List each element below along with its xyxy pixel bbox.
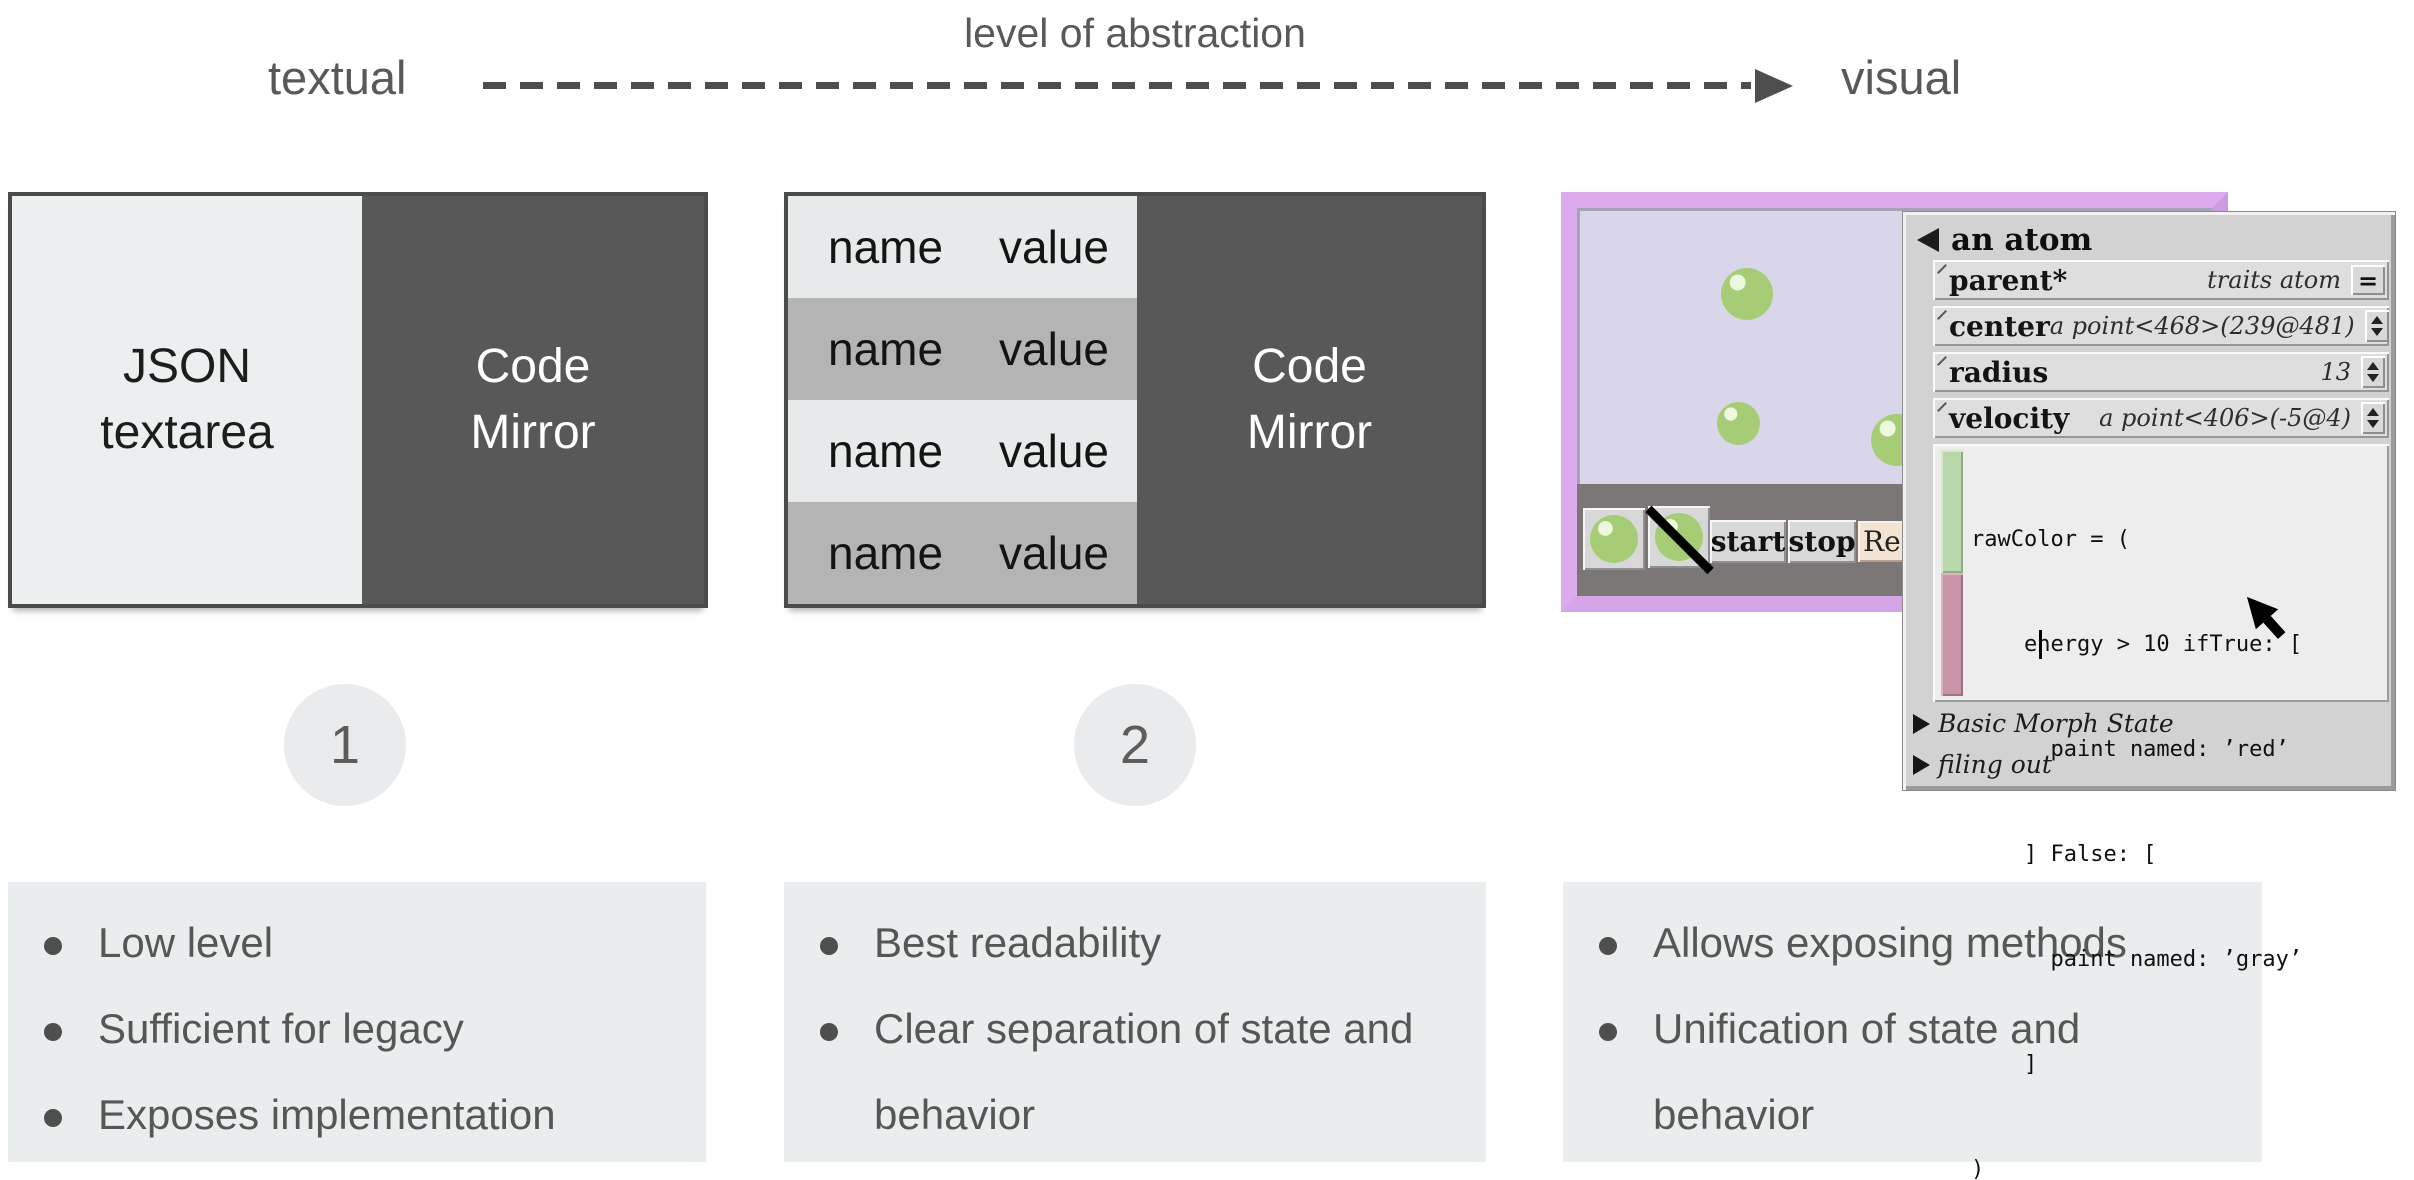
attribute-label: radius xyxy=(1949,355,2049,389)
axis-title: level of abstraction xyxy=(964,10,1306,56)
step-down-icon xyxy=(2370,328,2383,336)
option1-number-badge: 1 xyxy=(284,684,406,806)
category-label: filing out xyxy=(1938,750,2052,779)
table-row[interactable]: name value xyxy=(788,400,1137,502)
list-item: Low level xyxy=(44,900,682,986)
inspector-title-bar[interactable]: an atom xyxy=(1917,222,2092,258)
row-value: value xyxy=(999,323,1109,375)
row-name: name xyxy=(828,221,944,273)
name-value-table: name value name value name value name va… xyxy=(788,196,1137,604)
expand-triangle-icon[interactable] xyxy=(1913,713,1930,734)
drag-corner-icon[interactable] xyxy=(1936,263,1948,275)
step-up-icon xyxy=(2367,362,2379,370)
expand-triangle-icon[interactable] xyxy=(1913,754,1930,775)
start-button[interactable]: start xyxy=(1710,520,1786,563)
drag-corner-icon[interactable] xyxy=(1936,309,1948,321)
attribute-row-parent[interactable]: parent* traits atom = xyxy=(1933,260,2389,300)
code-line: ] False: [ xyxy=(1971,842,2157,867)
bullet-list: Allows exposing methods Unification of s… xyxy=(1599,900,2238,1158)
step-up-icon xyxy=(2370,316,2383,324)
row-name: name xyxy=(828,527,944,579)
attribute-label: velocity xyxy=(1949,401,2070,435)
code-line: energy > 10 ifTrue: [ xyxy=(1971,632,2303,657)
collapse-left-triangle-icon[interactable] xyxy=(1917,228,1939,252)
row-value: value xyxy=(999,425,1109,477)
cursor-tail xyxy=(2263,615,2286,639)
stepper-button[interactable] xyxy=(2361,402,2385,434)
code-line: paint named: ’gray’ xyxy=(1971,947,2303,972)
atom-icon xyxy=(1590,515,1638,563)
table-row[interactable]: name value xyxy=(788,196,1137,298)
step-down-icon xyxy=(2367,374,2379,382)
list-item: Clear separation of state and behavior xyxy=(820,986,1462,1158)
attribute-row-velocity[interactable]: velocity a point<406>(-5@4) xyxy=(1933,398,2389,438)
attribute-label: center xyxy=(1949,309,2050,343)
list-item: Unification of state and behavior xyxy=(1599,986,2238,1158)
table-row[interactable]: name value xyxy=(788,502,1137,604)
atom-morph[interactable] xyxy=(1721,268,1773,320)
row-value: value xyxy=(999,527,1109,579)
code-line: paint named: ’red’ xyxy=(1971,737,2289,762)
json-textarea-label: JSON textarea xyxy=(100,339,274,459)
list-item: Sufficient for legacy xyxy=(44,986,682,1072)
codemirror-label-2: Code Mirror xyxy=(1246,339,1373,459)
equals-button[interactable]: = xyxy=(2351,265,2385,295)
code-lines: rawColor = ( energy > 10 ifTrue: [ paint… xyxy=(1971,452,2302,1180)
option2-notes-panel: Best readability Clear separation of sta… xyxy=(784,882,1486,1162)
bullet-list: Best readability Clear separation of sta… xyxy=(820,900,1462,1158)
json-textarea-panel[interactable]: JSON textarea xyxy=(12,196,362,604)
option2-box: name value name value name value name va… xyxy=(784,192,1486,608)
step-up-icon xyxy=(2367,408,2379,416)
atom-inspector-window: an atom parent* traits atom = center a p… xyxy=(1902,211,2396,1180)
attribute-row-radius[interactable]: radius 13 xyxy=(1933,352,2389,392)
attribute-value: a point<406>(-5@4) xyxy=(2099,404,2351,432)
category-filing-out[interactable]: filing out xyxy=(1913,750,2052,779)
step-down-icon xyxy=(2367,420,2379,428)
codemirror-panel-2[interactable]: Code Mirror xyxy=(1137,196,1482,604)
list-item: Best readability xyxy=(820,900,1462,986)
list-item: Exposes implementation xyxy=(44,1072,682,1158)
option1-notes-panel: Low level Sufficient for legacy Exposes … xyxy=(8,882,706,1162)
attribute-row-center[interactable]: center a point<468>(239@481) xyxy=(1933,306,2389,346)
inspector-title: an atom xyxy=(1951,222,2093,258)
table-row[interactable]: name value xyxy=(788,298,1137,400)
text-caret xyxy=(2039,630,2042,659)
list-item: Allows exposing methods xyxy=(1599,900,2238,986)
atom-morph[interactable] xyxy=(1717,402,1760,445)
attribute-value: 13 xyxy=(2320,358,2351,386)
bullet-list: Low level Sufficient for legacy Exposes … xyxy=(44,900,682,1158)
scrollbar-track-pink[interactable] xyxy=(1941,573,1963,696)
stepper-button[interactable] xyxy=(2361,356,2385,388)
option2-number-badge: 2 xyxy=(1074,684,1196,806)
arrow-right-icon xyxy=(1755,69,1793,103)
option1-box: JSON textarea Code Mirror xyxy=(8,192,708,608)
abstraction-axis-dashed-line xyxy=(483,82,1751,89)
drag-corner-icon[interactable] xyxy=(1936,355,1948,367)
code-scrollbar[interactable] xyxy=(1941,450,1963,696)
scrollbar-thumb-green[interactable] xyxy=(1941,450,1963,573)
category-label: Basic Morph State xyxy=(1938,709,2174,738)
codemirror-label-1: Code Mirror xyxy=(470,339,596,459)
option3-notes-panel: Allows exposing methods Unification of s… xyxy=(1563,882,2262,1162)
drag-corner-icon[interactable] xyxy=(1936,401,1948,413)
axis-right-label: visual xyxy=(1841,51,1962,104)
category-basic-morph-state[interactable]: Basic Morph State xyxy=(1913,709,2174,738)
attribute-label: parent* xyxy=(1949,263,2068,297)
row-name: name xyxy=(828,323,944,375)
stop-button[interactable]: stop xyxy=(1788,520,1856,563)
code-line: rawColor = ( xyxy=(1971,527,2130,552)
method-code-editor[interactable]: rawColor = ( energy > 10 ifTrue: [ paint… xyxy=(1933,444,2389,1180)
attribute-value: traits atom xyxy=(2207,266,2341,294)
attribute-value: a point<468>(239@481) xyxy=(2049,312,2355,340)
row-name: name xyxy=(828,425,944,477)
stepper-button[interactable] xyxy=(2364,310,2389,342)
code-line: ) xyxy=(1971,1157,1985,1180)
axis-left-label: textual xyxy=(268,51,407,104)
add-atom-button[interactable] xyxy=(1583,508,1645,570)
row-value: value xyxy=(999,221,1109,273)
remove-atom-button[interactable] xyxy=(1645,505,1714,575)
codemirror-panel-1[interactable]: Code Mirror xyxy=(362,196,704,604)
code-line: ] xyxy=(1971,1052,2038,1077)
